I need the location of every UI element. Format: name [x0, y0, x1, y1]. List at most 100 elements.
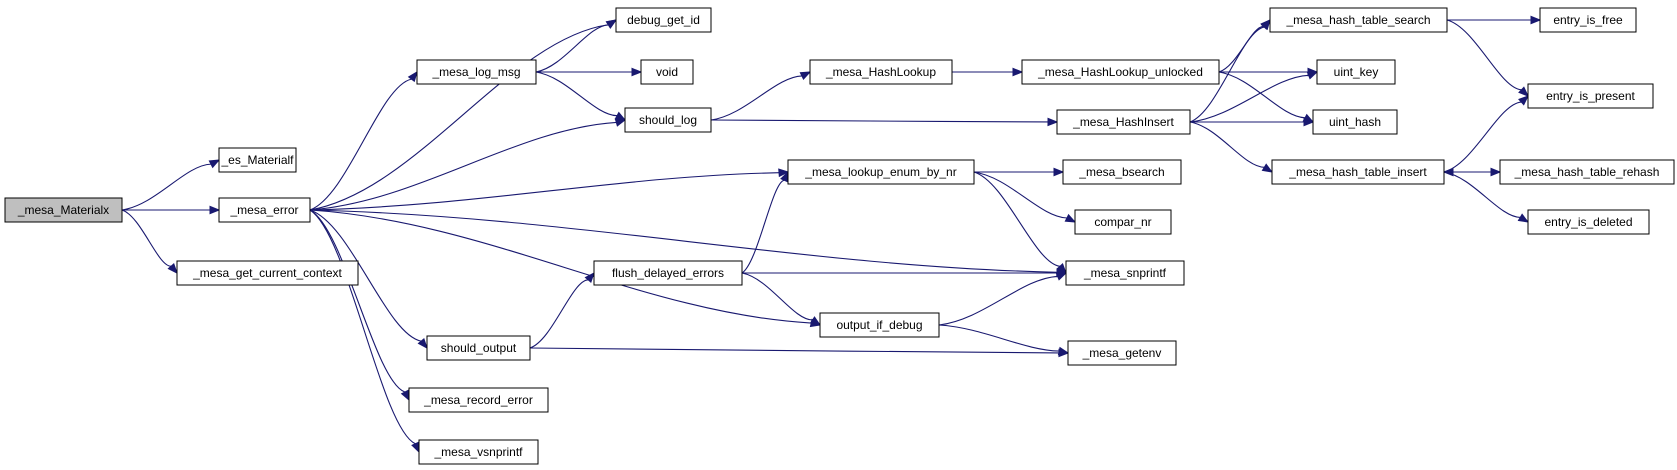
- edge-line: [309, 172, 780, 211]
- node-box: [1074, 209, 1172, 235]
- node-box: [1499, 159, 1675, 185]
- node-box: [1271, 159, 1445, 185]
- edge-arrowhead: [1442, 167, 1454, 177]
- node-mesa_get_current_context[interactable]: _mesa_get_current_context: [176, 260, 359, 286]
- edge-arrowhead: [1530, 15, 1542, 25]
- edge-mesa_hashinsert-to-uint_key: [1189, 71, 1319, 123]
- edge-line: [309, 209, 1058, 273]
- node-label: _mesa_hash_table_rehash: [1514, 165, 1660, 179]
- edge-mesa_hash_table_search-to-entry_is_free: [1447, 15, 1542, 25]
- edge-mesa_hashlookup-to-mesa_hashlookup_unlocked: [952, 67, 1024, 77]
- edge-mesa_error-to-mesa_record_error: [309, 209, 410, 402]
- node-should_output[interactable]: should_output: [426, 335, 531, 361]
- edge-mesa_error-to-mesa_lookup_enum_by_nr: [309, 168, 790, 211]
- node-box: [819, 312, 940, 338]
- edge-line: [1218, 25, 1264, 73]
- node-box: [787, 159, 975, 185]
- node-box: [1316, 59, 1396, 85]
- edge-line: [938, 324, 1060, 352]
- node-flush_delayed_errors[interactable]: flush_delayed_errors: [593, 260, 743, 286]
- node-mesa_lookup_enum_by_nr[interactable]: _mesa_lookup_enum_by_nr: [787, 159, 975, 185]
- edge-arrowhead: [208, 159, 221, 169]
- edge-mesa_log_msg-to-void: [536, 67, 643, 77]
- node-label: output_if_debug: [836, 318, 922, 332]
- edge-arrowhead: [1053, 167, 1065, 177]
- node-es_materialf[interactable]: _es_Materialf: [218, 147, 297, 173]
- edge-flush_delayed_errors-to-mesa_lookup_enum_by_nr: [741, 170, 789, 274]
- node-mesa_log_msg[interactable]: _mesa_log_msg: [416, 59, 537, 85]
- edge-arrowhead: [1057, 346, 1070, 356]
- node-uint_hash[interactable]: uint_hash: [1312, 109, 1398, 135]
- node-should_log[interactable]: should_log: [624, 107, 712, 133]
- node-label: _mesa_HashLookup: [825, 65, 936, 79]
- node-mesa_error[interactable]: _mesa_error: [218, 197, 311, 223]
- edge-line: [938, 275, 1058, 326]
- node-box: [426, 335, 531, 361]
- node-mesa_hashinsert[interactable]: _mesa_HashInsert: [1056, 109, 1191, 135]
- edge-line: [1189, 74, 1309, 123]
- edge-line: [309, 24, 609, 211]
- edge-should_output-to-flush_delayed_errors: [529, 271, 595, 349]
- node-box: [1539, 7, 1637, 33]
- edge-mesa_error-to-mesa_vsnprintf: [309, 209, 420, 454]
- node-mesa_getenv[interactable]: _mesa_getenv: [1067, 340, 1177, 366]
- edge-arrowhead: [209, 205, 221, 215]
- edge-arrowhead: [400, 389, 410, 402]
- node-label: _mesa_get_current_context: [192, 266, 342, 280]
- node-output_if_debug[interactable]: output_if_debug: [819, 312, 940, 338]
- node-label: should_log: [639, 113, 697, 127]
- node-label: should_output: [441, 341, 517, 355]
- node-mesa_record_error[interactable]: _mesa_record_error: [408, 387, 549, 413]
- edge-arrowhead: [417, 337, 428, 350]
- edge-mesa_log_msg-to-debug_get_id: [535, 19, 618, 73]
- node-box: [1056, 109, 1191, 135]
- node-mesa_materialx[interactable]: _mesa_Materialx: [4, 197, 123, 223]
- node-entry_is_free[interactable]: entry_is_free: [1539, 7, 1637, 33]
- edge-should_log-to-mesa_hashlookup: [710, 71, 812, 121]
- node-mesa_hash_table_search[interactable]: _mesa_hash_table_search: [1269, 7, 1448, 33]
- node-box: [1065, 260, 1185, 286]
- node-box: [624, 107, 712, 133]
- node-box: [416, 59, 537, 85]
- node-label: _mesa_hash_table_search: [1285, 13, 1430, 27]
- node-mesa_hashlookup_unlocked[interactable]: _mesa_HashLookup_unlocked: [1021, 59, 1220, 85]
- node-mesa_hash_table_insert[interactable]: _mesa_hash_table_insert: [1271, 159, 1445, 185]
- edge-arrowhead: [1306, 71, 1319, 80]
- edge-mesa_hash_table_search-to-entry_is_present: [1446, 19, 1529, 97]
- node-mesa_hash_table_rehash[interactable]: _mesa_hash_table_rehash: [1499, 159, 1675, 185]
- node-mesa_snprintf[interactable]: _mesa_snprintf: [1065, 260, 1185, 286]
- edge-line: [1446, 19, 1522, 91]
- edge-line: [309, 209, 422, 342]
- node-label: _mesa_log_msg: [431, 65, 520, 79]
- edge-mesa_hash_table_rehash-to-mesa_hash_table_insert: [1442, 167, 1501, 177]
- edge-arrowhead: [614, 111, 627, 121]
- node-mesa_bsearch[interactable]: _mesa_bsearch: [1062, 159, 1182, 185]
- edge-arrowhead: [1303, 117, 1315, 127]
- node-mesa_vsnprintf[interactable]: _mesa_vsnprintf: [418, 439, 539, 465]
- node-void[interactable]: void: [640, 59, 694, 85]
- node-compar_nr[interactable]: compar_nr: [1074, 209, 1172, 235]
- node-box: [1312, 109, 1398, 135]
- edge-arrowhead: [778, 168, 790, 178]
- node-label: _mesa_vsnprintf: [433, 445, 523, 459]
- node-mesa_hashlookup[interactable]: _mesa_HashLookup: [809, 59, 953, 85]
- edge-arrowhead: [605, 19, 618, 29]
- edge-arrowhead: [809, 316, 822, 326]
- edge-line: [309, 121, 617, 211]
- node-box: [1269, 7, 1448, 33]
- node-label: flush_delayed_errors: [612, 266, 724, 280]
- node-debug_get_id[interactable]: debug_get_id: [615, 7, 712, 33]
- node-uint_key[interactable]: uint_key: [1316, 59, 1396, 85]
- node-box: [408, 387, 549, 413]
- node-box: [1062, 159, 1182, 185]
- edge-mesa_hashinsert-to-uint_hash: [1190, 117, 1315, 127]
- node-box: [1527, 83, 1654, 109]
- edge-line: [1189, 26, 1265, 123]
- node-label: entry_is_deleted: [1544, 215, 1632, 229]
- edge-line: [535, 24, 609, 73]
- node-label: debug_get_id: [627, 13, 700, 27]
- node-entry_is_present[interactable]: entry_is_present: [1527, 83, 1654, 109]
- node-entry_is_deleted[interactable]: entry_is_deleted: [1527, 209, 1650, 235]
